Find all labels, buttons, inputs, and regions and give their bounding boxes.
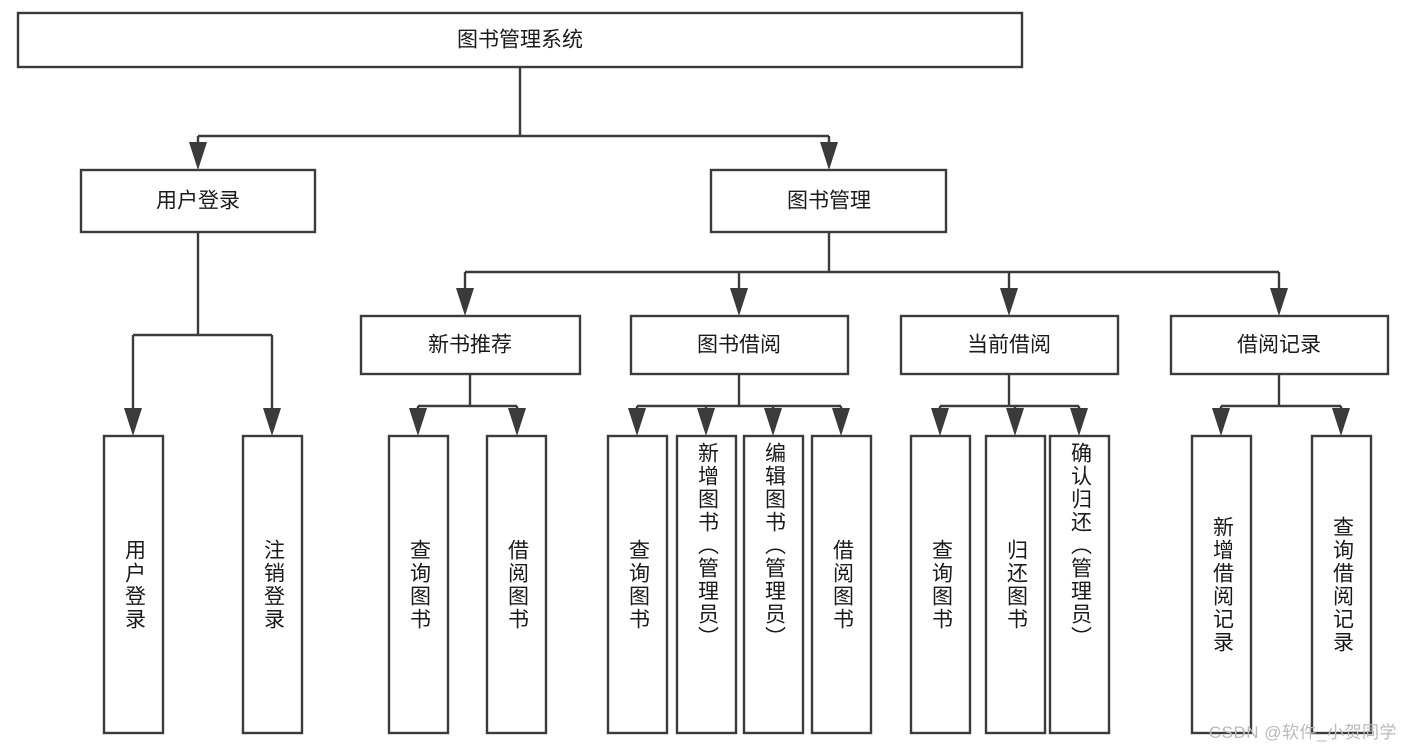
- connector-group-borrow-record: [1212, 374, 1350, 436]
- arrow-head-cb-return-book: [1006, 408, 1024, 436]
- arrow-head-bb-edit-book: [764, 408, 782, 436]
- arrow-head-user-login: [189, 142, 207, 170]
- node-label-br-add-record: 新增借阅记录: [1210, 515, 1234, 654]
- leaf-label-wrap-nbr-borrow-book: 借阅图书: [487, 436, 546, 733]
- arrow-head-user-login-do: [124, 408, 142, 436]
- node-box-book-manage[interactable]: [709, 168, 948, 234]
- leaf-label-wrap-user-login-do: 用户登录: [104, 436, 163, 733]
- connector-group-current-borrow: [931, 374, 1088, 436]
- node-box-cb-return-book[interactable]: [984, 434, 1047, 735]
- connector-group-new-book-recommend: [409, 374, 526, 436]
- connector-group-root: [189, 67, 838, 170]
- node-label-bb-borrow-book: 借阅图书: [830, 538, 854, 631]
- arrow-head-nbr-query-book: [409, 408, 427, 436]
- node-box-br-query-record[interactable]: [1310, 434, 1373, 735]
- node-box-bb-borrow-book[interactable]: [810, 434, 873, 735]
- leaf-label-wrap-bb-edit-book: 编辑图书（管理员）: [744, 436, 803, 733]
- arrow-head-bb-query-book: [628, 408, 646, 436]
- node-label-book-borrow: 图书借阅: [697, 334, 781, 357]
- node-label-user-logout: 注销登录: [261, 538, 285, 631]
- node-box-current-borrow[interactable]: [899, 314, 1120, 376]
- node-label-new-book-recommend: 新书推荐: [428, 334, 512, 357]
- node-box-borrow-record[interactable]: [1169, 314, 1390, 376]
- arrow-head-cb-confirm-return: [1070, 408, 1088, 436]
- node-label-user-login-do: 用户登录: [122, 538, 146, 631]
- arrow-head-book-manage: [820, 142, 838, 170]
- arrow-head-br-add-record: [1212, 408, 1230, 436]
- leaf-label-wrap-cb-confirm-return: 确认归还（管理员）: [1050, 436, 1109, 733]
- node-box-br-add-record[interactable]: [1190, 434, 1253, 735]
- arrow-head-user-logout: [263, 408, 281, 436]
- node-box-user-login[interactable]: [79, 168, 317, 234]
- leaf-label-wrap-cb-query-book: 查询图书: [911, 436, 970, 733]
- arrow-head-current-borrow: [1000, 288, 1018, 316]
- node-box-bb-add-book[interactable]: [675, 434, 738, 735]
- leaf-label-wrap-bb-query-book: 查询图书: [608, 436, 667, 733]
- arrow-head-nbr-borrow-book: [508, 408, 526, 436]
- node-label-br-query-record: 查询借阅记录: [1330, 515, 1354, 654]
- node-box-nbr-borrow-book[interactable]: [485, 434, 548, 735]
- node-label-borrow-record: 借阅记录: [1237, 334, 1321, 357]
- node-label-nbr-borrow-book: 借阅图书: [505, 538, 529, 631]
- leaf-label-wrap-nbr-query-book: 查询图书: [389, 436, 448, 733]
- node-box-nbr-query-book[interactable]: [387, 434, 450, 735]
- leaf-label-wrap-br-query-record: 查询借阅记录: [1312, 436, 1371, 733]
- csdn-watermark: CSDN @软件_小贺同学: [1208, 723, 1397, 742]
- leaf-label-wrap-br-add-record: 新增借阅记录: [1192, 436, 1251, 733]
- connector-group-user-login: [124, 232, 281, 436]
- node-label-bb-add-book: 新增图书（管理员）: [695, 442, 719, 649]
- node-label-nbr-query-book: 查询图书: [407, 538, 431, 631]
- node-box-bb-query-book[interactable]: [606, 434, 669, 735]
- node-label-bb-query-book: 查询图书: [626, 538, 650, 631]
- node-label-bb-edit-book: 编辑图书（管理员）: [762, 442, 786, 649]
- leaf-label-wrap-bb-borrow-book: 借阅图书: [812, 436, 871, 733]
- leaf-label-wrap-cb-return-book: 归还图书: [986, 436, 1045, 733]
- arrow-head-cb-query-book: [931, 408, 949, 436]
- node-box-user-logout[interactable]: [241, 434, 304, 735]
- node-box-root[interactable]: [16, 11, 1024, 69]
- arrow-head-new-book-recommend: [456, 288, 474, 316]
- arrow-head-borrow-record: [1270, 288, 1288, 316]
- node-label-cb-confirm-return: 确认归还（管理员）: [1068, 442, 1092, 649]
- node-box-new-book-recommend[interactable]: [359, 314, 582, 376]
- leaf-label-wrap-bb-add-book: 新增图书（管理员）: [677, 436, 736, 733]
- node-label-current-borrow: 当前借阅: [967, 334, 1051, 357]
- node-box-user-login-do[interactable]: [102, 434, 165, 735]
- node-box-cb-query-book[interactable]: [909, 434, 972, 735]
- node-label-cb-return-book: 归还图书: [1004, 538, 1028, 631]
- node-label-book-manage: 图书管理: [787, 190, 871, 213]
- node-label-user-login: 用户登录: [156, 190, 240, 213]
- arrow-head-br-query-record: [1332, 408, 1350, 436]
- connector-group-book-manage: [456, 232, 1288, 316]
- connector-group-book-borrow: [628, 374, 850, 436]
- node-label-root: 图书管理系统: [457, 29, 583, 52]
- arrow-head-bb-add-book: [697, 408, 715, 436]
- node-box-bb-edit-book[interactable]: [742, 434, 805, 735]
- arrow-head-book-borrow: [730, 288, 748, 316]
- node-label-cb-query-book: 查询图书: [929, 538, 953, 631]
- arrow-head-bb-borrow-book: [832, 408, 850, 436]
- node-box-book-borrow[interactable]: [629, 314, 850, 376]
- node-box-cb-confirm-return[interactable]: [1048, 434, 1111, 735]
- leaf-label-wrap-user-logout: 注销登录: [243, 436, 302, 733]
